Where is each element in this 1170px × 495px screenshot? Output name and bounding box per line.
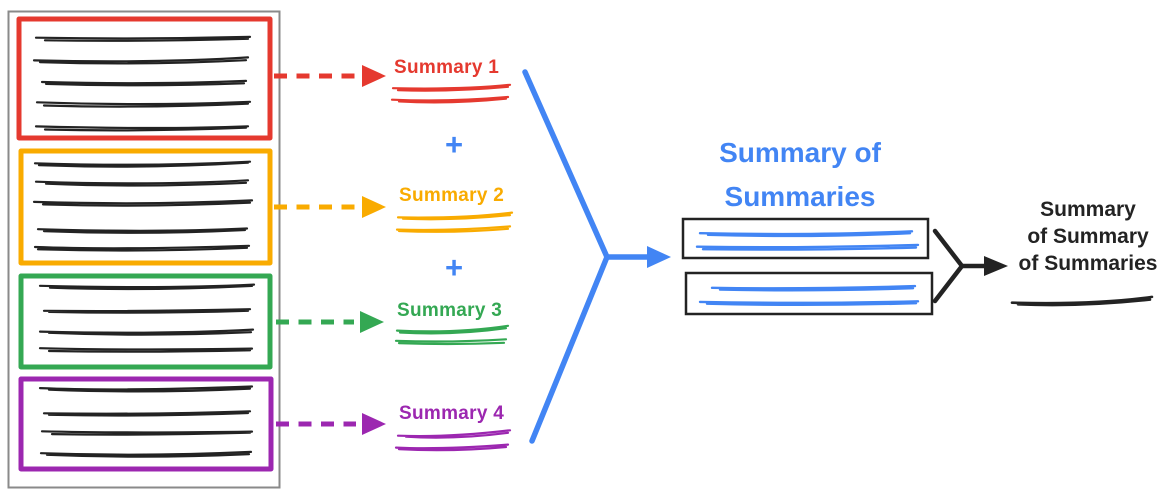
scribble-line (395, 324, 510, 335)
purple-arrowhead (362, 413, 386, 435)
green-arrowhead (360, 311, 384, 333)
section-4-box (18, 376, 274, 472)
scribble-line (34, 179, 250, 187)
scribble-line (33, 244, 251, 252)
scribble-lines (32, 35, 1154, 458)
blue-converge-line-top (522, 69, 610, 260)
scribble-line (38, 385, 254, 393)
final-connector-black (932, 228, 1008, 304)
final-title-line2: of Summary (1027, 225, 1149, 248)
scribble-line (394, 338, 508, 346)
final-summary-title: Summary of Summary of Summaries (990, 196, 1170, 277)
final-title-line1: Summary (1040, 198, 1136, 221)
sos-title-line2: Summaries (724, 181, 876, 212)
source-document-outline (7, 10, 281, 489)
scribble-line (396, 211, 514, 221)
summary-2-label: Summary 2 (399, 185, 505, 206)
scribble-line (1010, 295, 1154, 307)
section-2-box (18, 148, 273, 266)
scribble-line (395, 225, 512, 233)
final-title-line3: of Summaries (1018, 252, 1158, 275)
summary-3-label: Summary 3 (397, 300, 503, 321)
sos-title-line1: Summary of (719, 137, 881, 168)
black-converge-line-top (932, 228, 965, 269)
scribble-line (40, 430, 254, 436)
scribble-line (36, 227, 249, 234)
scribble-line (35, 100, 252, 108)
summary-1-label: Summary 1 (394, 57, 500, 78)
red-arrowhead (362, 65, 386, 87)
blue-converge-line-bottom (529, 254, 610, 444)
scribble-line (39, 450, 253, 458)
black-converge-line-bottom (932, 263, 965, 304)
yellow-arrowhead (362, 196, 386, 218)
plus-sign-2: + (444, 250, 464, 285)
scribble-line (391, 83, 512, 92)
scribble-line (34, 125, 250, 132)
section-1-box (16, 16, 273, 141)
scribble-line (698, 300, 920, 307)
source-document (7, 10, 281, 489)
scribble-line (38, 347, 254, 353)
scribble-line (38, 283, 256, 291)
scribble-line (695, 243, 920, 251)
scribble-line (396, 429, 512, 439)
scribble-line (42, 308, 252, 314)
scribble-line (38, 328, 255, 336)
scribble-line (698, 230, 914, 238)
scribble-line (34, 35, 252, 42)
scribble-line (42, 410, 252, 417)
summary-of-summaries-box-2 (684, 271, 934, 316)
scribble-line (40, 79, 248, 87)
summary-of-summaries-boxes (681, 217, 934, 316)
plus-sign-1: + (444, 127, 464, 162)
summary-4-label: Summary 4 (399, 403, 505, 424)
combine-connector-blue (522, 69, 671, 444)
section-to-summary-arrows (274, 65, 386, 435)
blue-arrowhead (647, 246, 671, 268)
scribble-line (390, 95, 510, 104)
scribble-line (32, 56, 250, 65)
summary-of-summaries-box-1 (681, 217, 930, 260)
summary-of-summaries-title: Summary of Summaries (655, 131, 945, 219)
black-arrowhead (984, 256, 1008, 276)
scribble-line (32, 199, 254, 207)
scribble-line (710, 284, 917, 292)
scribble-line (33, 160, 252, 168)
scribble-line (394, 443, 510, 452)
section-3-box (18, 273, 273, 370)
